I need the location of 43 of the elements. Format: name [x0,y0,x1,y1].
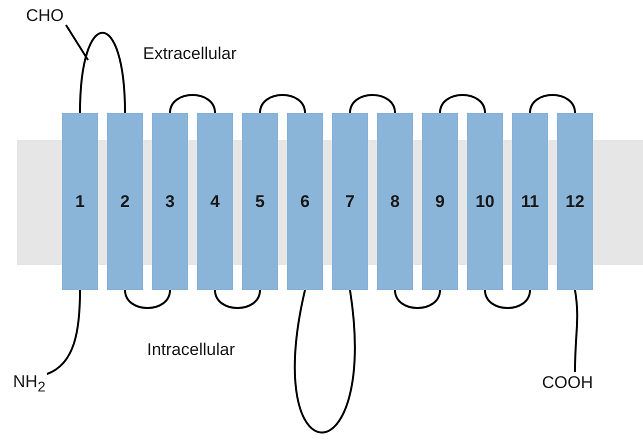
loop-line [259,94,306,114]
loop-line [529,94,576,114]
helix-number: 6 [300,192,310,212]
helix-number: 10 [476,192,494,212]
tail-line [574,290,578,372]
helix-number: 3 [165,192,175,212]
region-label: Intracellular [147,340,235,360]
helix-segment [287,113,323,290]
loop-line [79,32,126,114]
terminus-label: NH$_{2}$ [13,372,46,398]
loop-line [439,94,486,114]
helix-number: 5 [255,192,265,212]
helix-number: 4 [210,192,220,212]
helix-number: 12 [566,192,584,212]
helix-segment [242,113,278,290]
helix-segment [332,113,368,290]
helix-number: 9 [435,192,445,212]
loop-line [294,290,356,434]
helix-segment [422,113,458,290]
helix-number: 8 [390,192,400,212]
helix-number: 2 [120,192,130,212]
helix-number: 11 [521,192,539,212]
helix-segment [512,113,548,290]
terminus-label: CHO [26,6,64,26]
leader-line [65,24,89,61]
helix-segment [377,113,413,290]
region-label: Extracellular [143,44,237,64]
loop-line [169,94,216,114]
helix-segment [467,113,503,290]
helix-segment [62,113,98,290]
helix-segment [107,113,143,290]
helix-number: 1 [75,192,85,212]
loop-line [214,290,261,309]
helix-number: 7 [345,192,355,212]
terminus-label: COOH [542,373,593,393]
loop-line [484,290,531,309]
helix-segment [557,113,593,290]
loop-line [124,290,171,309]
loop-line [394,290,441,309]
loop-line [349,94,396,114]
tail-line [46,290,81,375]
helix-segment [197,113,233,290]
helix-segment [152,113,188,290]
